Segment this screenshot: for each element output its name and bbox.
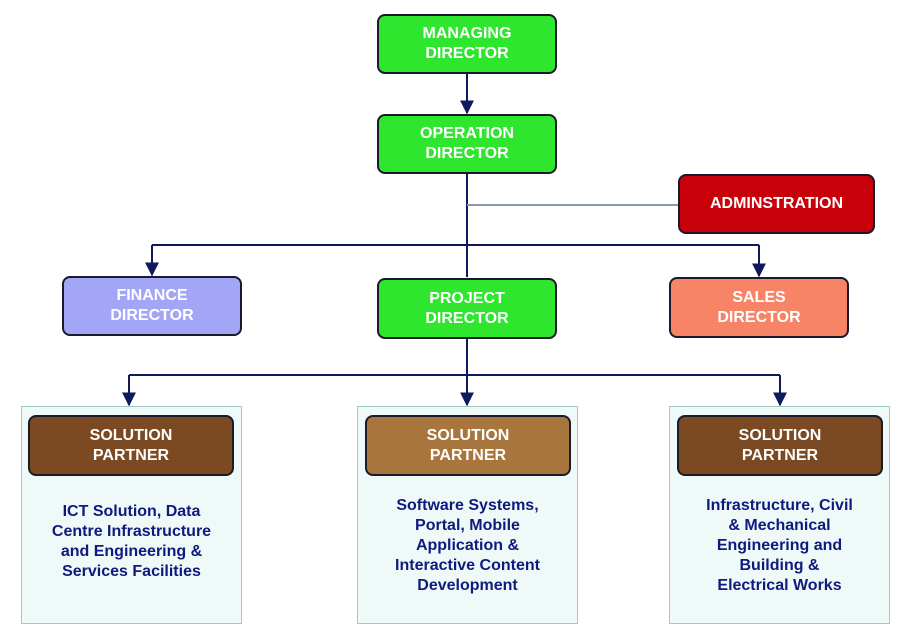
managing-director-label: MANAGING DIRECTOR: [422, 25, 512, 62]
solution-partner-3-description: Infrastructure, Civil & Mechanical Engin…: [706, 497, 853, 594]
administration-box: ADMINSTRATION: [678, 174, 875, 234]
finance-director-box: FINANCE DIRECTOR: [62, 276, 242, 336]
sales-director-box: SALES DIRECTOR: [669, 277, 849, 338]
solution-partner-3-box: SOLUTION PARTNER: [677, 415, 883, 476]
solution-partner-1-label: SOLUTION PARTNER: [89, 426, 173, 464]
solution-partner-3-label: SOLUTION PARTNER: [738, 426, 822, 464]
sales-director-label: SALES DIRECTOR: [717, 288, 801, 326]
project-director-label: PROJECT DIRECTOR: [425, 289, 509, 327]
operation-director-label: OPERATION DIRECTOR: [420, 125, 514, 162]
solution-partner-1-description: ICT Solution, Data Centre Infrastructure…: [51, 503, 212, 580]
solution-partner-2-box: SOLUTION PARTNER: [365, 415, 571, 476]
solution-partner-2-description: Software Systems, Portal, Mobile Applica…: [395, 497, 540, 594]
operation-director-box: OPERATION DIRECTOR: [377, 114, 557, 174]
solution-partner-1-box: SOLUTION PARTNER: [28, 415, 234, 476]
project-director-box: PROJECT DIRECTOR: [377, 278, 557, 339]
managing-director-box: MANAGING DIRECTOR: [377, 14, 557, 74]
administration-label: ADMINSTRATION: [709, 195, 844, 212]
solution-partner-2-label: SOLUTION PARTNER: [426, 426, 510, 464]
finance-director-label: FINANCE DIRECTOR: [110, 287, 194, 324]
